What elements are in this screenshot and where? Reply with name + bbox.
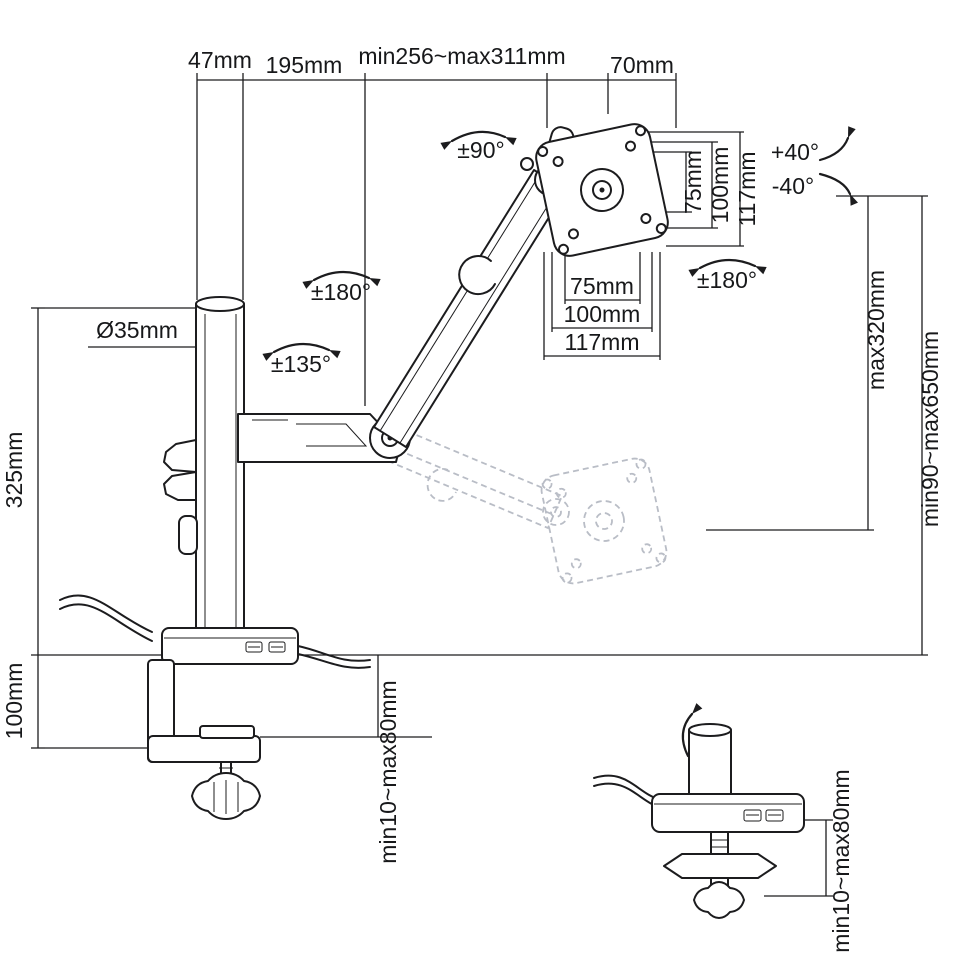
spring-arm bbox=[373, 169, 567, 448]
label-plate-offset: 70mm bbox=[610, 52, 674, 78]
label-height-range: min90~max650mm bbox=[917, 331, 943, 527]
grommet-mount-detail bbox=[593, 703, 805, 919]
dimension-lines bbox=[31, 73, 928, 897]
monitor-arm-drawing bbox=[59, 123, 669, 820]
label-vesa-v-100: 100mm bbox=[707, 147, 733, 224]
lift-arrow-icon bbox=[681, 712, 694, 758]
label-arm-reach: min256~max311mm bbox=[358, 43, 565, 69]
labels: 47mm 195mm min256~max311mm 70mm ±90° ±18… bbox=[1, 43, 943, 953]
usb-port bbox=[765, 809, 784, 822]
tilt-up-arrow-icon bbox=[818, 136, 850, 162]
ghost-vesa-plate bbox=[540, 457, 668, 585]
label-arm-offset: 195mm bbox=[266, 52, 343, 78]
label-pole-height: 325mm bbox=[1, 432, 27, 509]
usb-port bbox=[245, 641, 263, 653]
swivel-head-arrow-icon bbox=[450, 130, 507, 143]
cable-hook bbox=[458, 255, 496, 296]
label-swivel-lower-arm: ±135° bbox=[271, 351, 331, 377]
label-desk-thickness-clamp: min10~max80mm bbox=[375, 680, 401, 863]
label-rotate-arm: ±180° bbox=[311, 279, 371, 305]
label-height-adjust: max320mm bbox=[863, 270, 889, 390]
label-tilt-down: -40° bbox=[772, 173, 814, 199]
swivel-lower-arm-arrow-icon bbox=[272, 342, 331, 354]
label-vesa-v-75: 75mm bbox=[680, 150, 706, 214]
label-clamp-height: 100mm bbox=[1, 663, 27, 740]
grommet-base bbox=[651, 793, 805, 833]
desk-clamp bbox=[147, 627, 299, 820]
label-tilt-up: +40° bbox=[771, 139, 819, 165]
rotate-arm-arrow-icon bbox=[312, 270, 371, 282]
label-vesa-v-117: 117mm bbox=[734, 152, 760, 227]
label-vesa-h-100: 100mm bbox=[564, 301, 641, 327]
label-rotate-plate: ±180° bbox=[697, 267, 757, 293]
label-vesa-h-75: 75mm bbox=[570, 273, 634, 299]
pole bbox=[178, 296, 245, 636]
rotate-plate-arrow-icon bbox=[698, 258, 757, 270]
label-pole-width: 47mm bbox=[188, 47, 252, 73]
tilt-down-arrow-icon bbox=[818, 172, 852, 196]
label-vesa-h-117: 117mm bbox=[565, 329, 640, 355]
rotation-arrows bbox=[262, 126, 858, 361]
label-swivel-head: ±90° bbox=[457, 137, 504, 163]
cable-clip bbox=[178, 515, 198, 555]
grommet-knob bbox=[693, 881, 745, 919]
cables bbox=[59, 594, 371, 669]
pole-stub bbox=[688, 729, 732, 797]
pole-collar bbox=[163, 439, 197, 501]
label-pole-diameter: Ø35mm bbox=[96, 317, 178, 343]
label-desk-thickness-grommet: min10~max80mm bbox=[828, 769, 854, 952]
usb-port bbox=[268, 641, 286, 653]
vesa-plate bbox=[535, 123, 669, 257]
grommet-wing bbox=[663, 853, 777, 879]
usb-port bbox=[743, 809, 762, 822]
ghost-arm-lowered-position bbox=[387, 428, 668, 585]
